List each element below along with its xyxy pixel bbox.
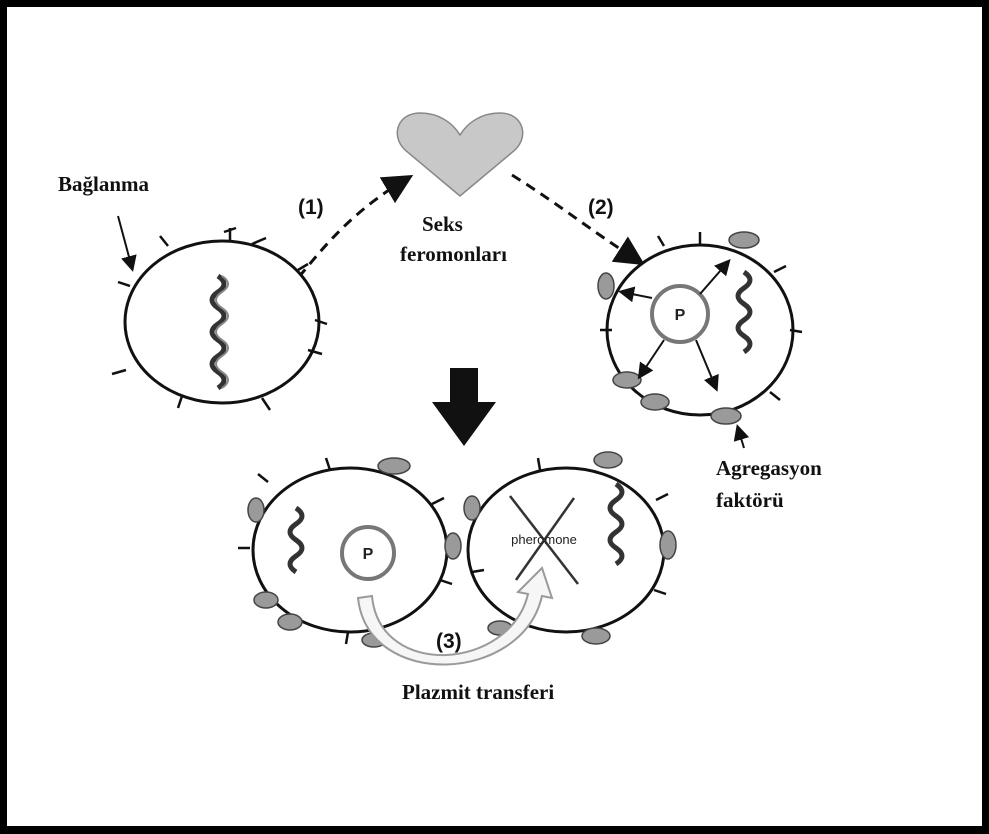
- step-3-label: (3): [436, 630, 462, 654]
- step-2-label: (2): [588, 196, 614, 220]
- sex-pheromones-label-1: Seks: [422, 212, 463, 237]
- plasmid-label: P: [675, 307, 686, 324]
- pheromone-heart: [397, 113, 522, 196]
- big-down-arrow: [432, 368, 496, 446]
- step-1-label: (1): [298, 196, 324, 220]
- aggregation-pointer: [738, 428, 744, 448]
- plasmid-label-bottom: P: [363, 546, 374, 563]
- arrow-step-2: [512, 175, 640, 262]
- aggregation-factor-label-1: Agregasyon: [716, 456, 822, 481]
- sex-pheromones-label-2: feromonları: [400, 242, 507, 267]
- donor-cell: [598, 232, 802, 424]
- binding-pointer: [118, 216, 132, 268]
- recipient-cell: [112, 228, 327, 410]
- pheromone-label: pheromone: [511, 532, 577, 547]
- binding-label: Bağlanma: [58, 172, 149, 197]
- plasmid-transfer-label: Plazmit transferi: [402, 680, 554, 705]
- aggregation-factor-label-2: faktörü: [716, 488, 784, 513]
